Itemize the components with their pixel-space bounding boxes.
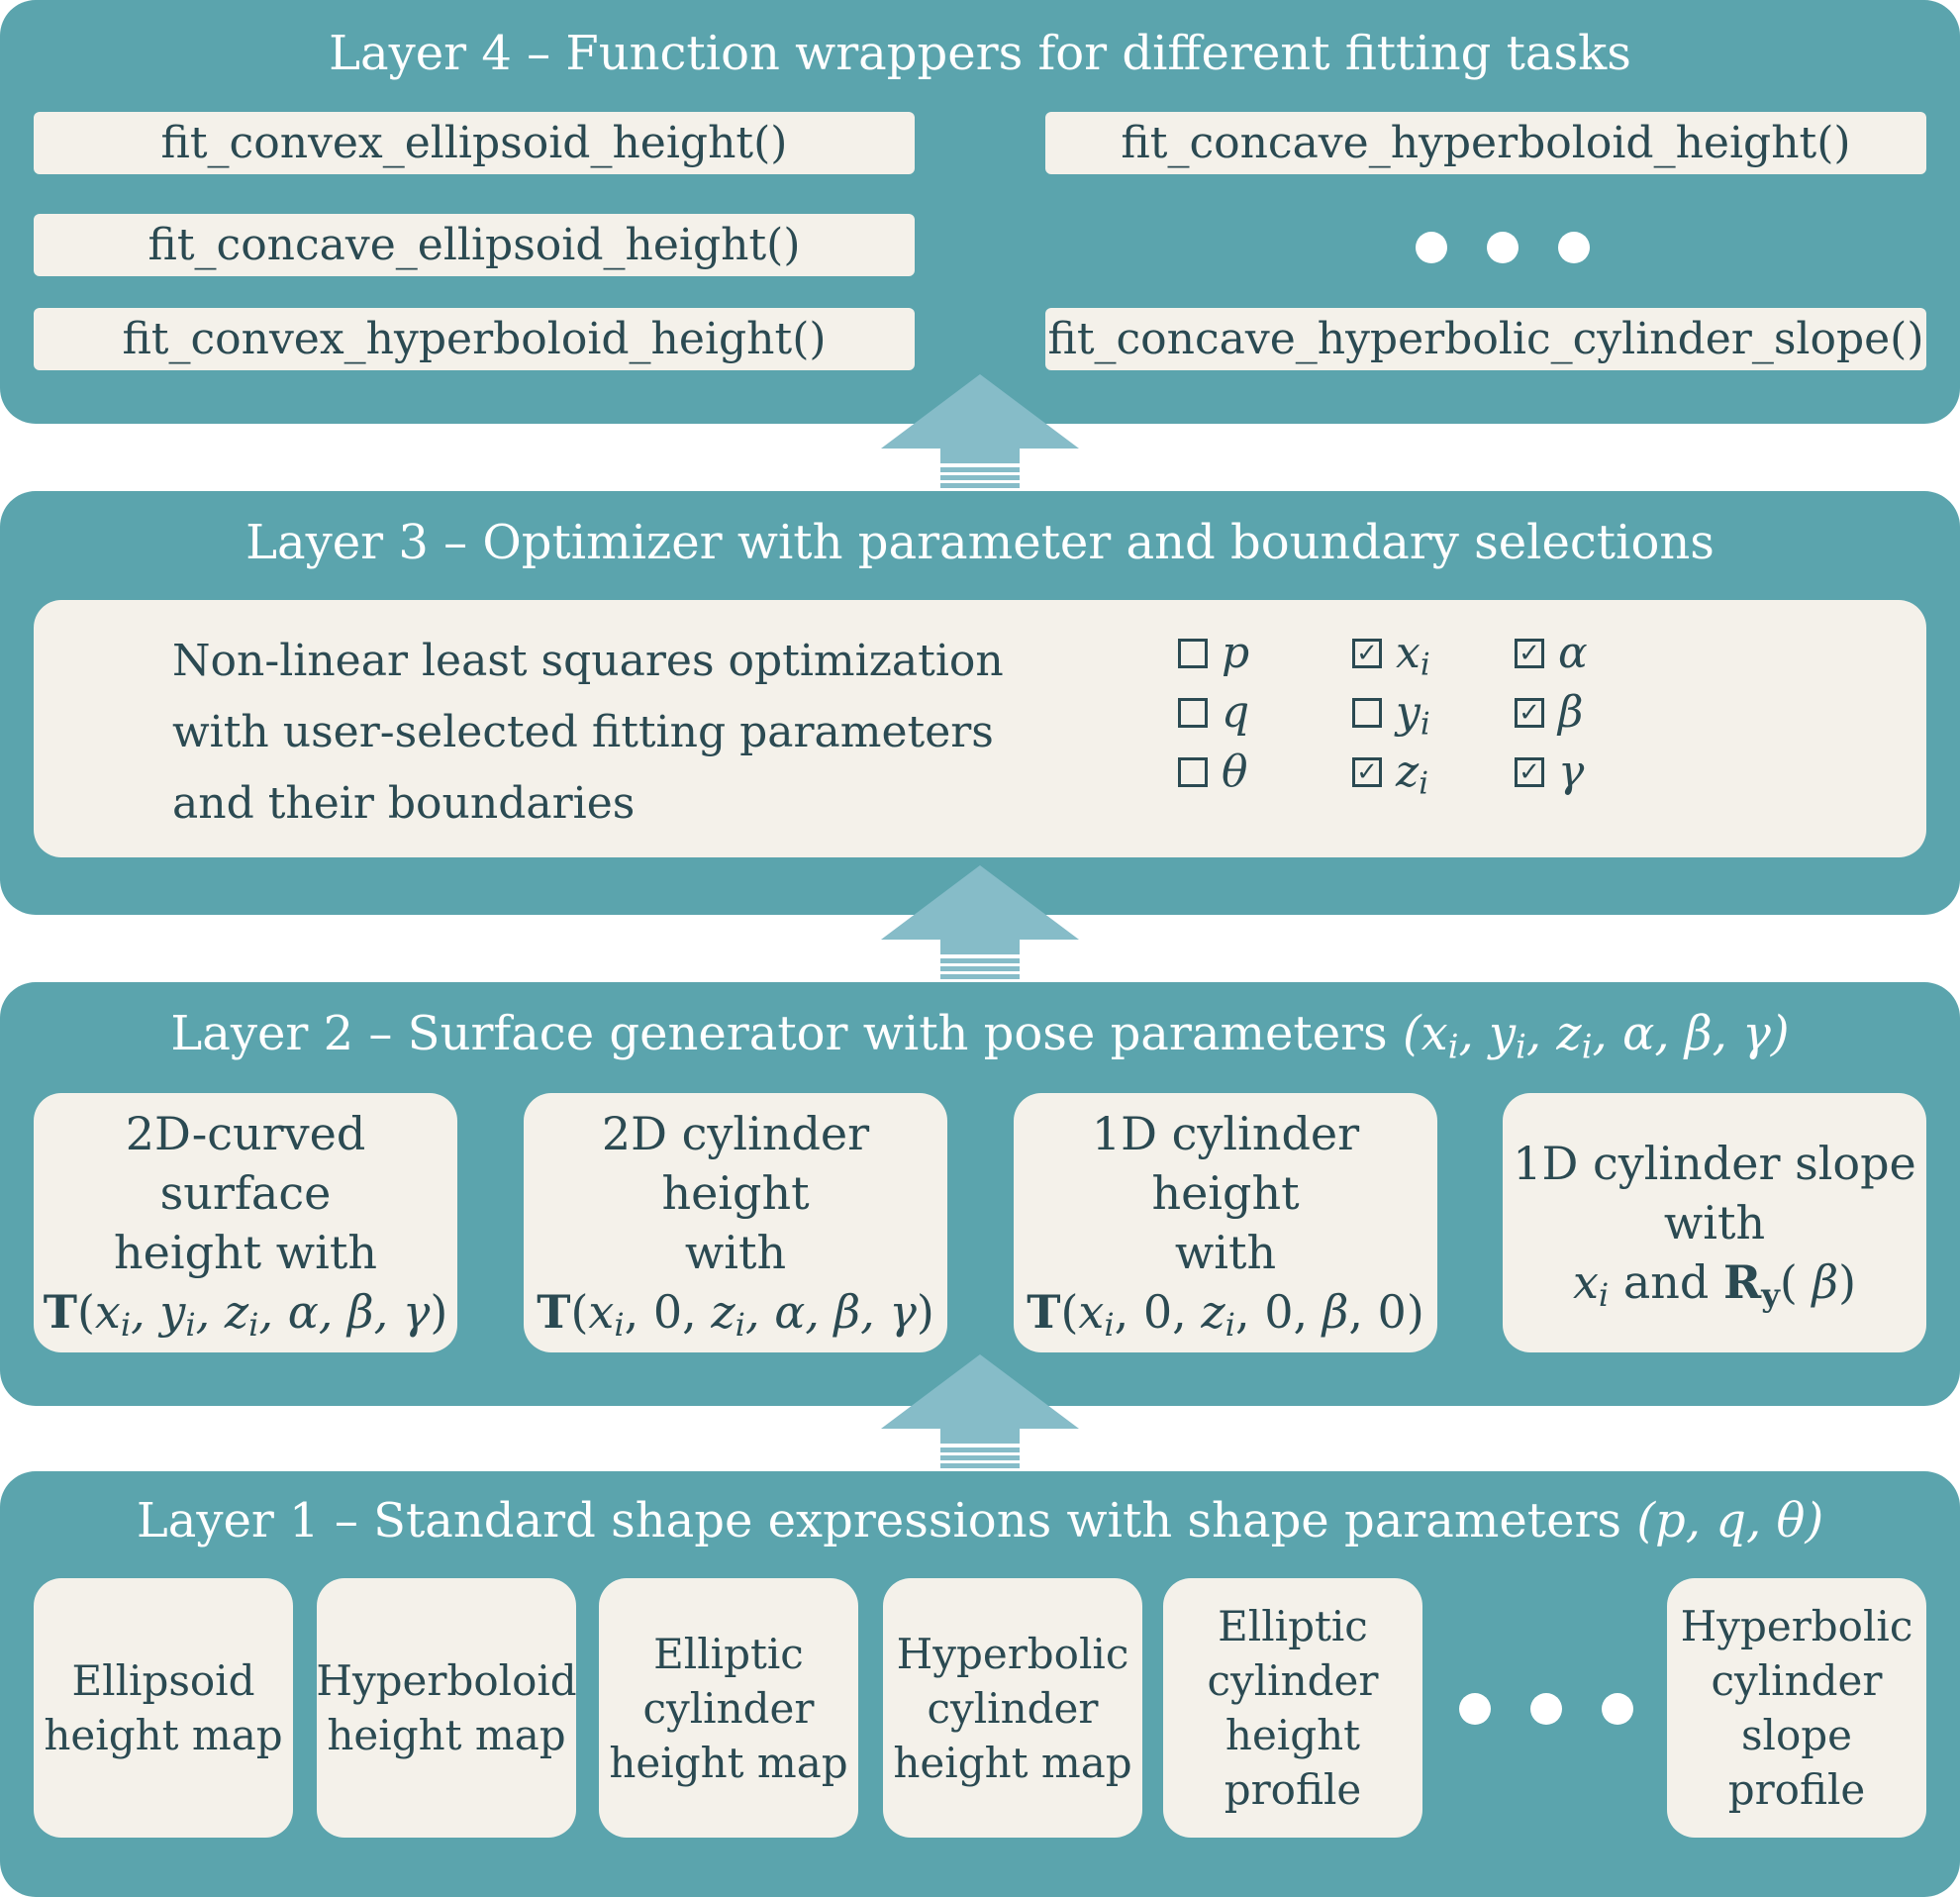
function-box: fit_concave_hyperboloid_height() [1045,112,1926,174]
description-line: with user-selected fitting parameters [172,707,994,757]
up-arrow-icon [881,374,1079,488]
optimizer-description: Non-linear least squares optimization wi… [172,626,1004,840]
layer-4-title: Layer 4 – Function wrappers for differen… [329,26,1631,81]
checkbox-checked-icon[interactable]: ✓ [1515,697,1544,728]
shape-card-hyperboloid-height-map: Hyperboloid height map [316,1578,577,1838]
param-beta-checkbox[interactable]: ✓ β [1515,687,1583,738]
layer-3-title: Layer 3 – Optimizer with parameter and b… [245,515,1715,570]
layer-1-title: Layer 1 – Standard shape expressions wit… [136,1493,1824,1548]
param-alpha-checkbox[interactable]: ✓ α [1515,628,1588,678]
dot [1487,232,1519,263]
dot [1530,1693,1562,1725]
layer-1-panel: Layer 1 – Standard shape expressions wit… [0,1471,1960,1897]
param-q-checkbox[interactable]: q [1178,687,1249,738]
param-xi-checkbox[interactable]: ✓ xi [1352,628,1430,683]
param-p-checkbox[interactable]: p [1178,628,1249,678]
param-symbol: zi [1396,747,1429,802]
up-arrow-icon [881,1354,1079,1468]
param-symbol: θ [1222,747,1248,797]
param-yi-checkbox[interactable]: yi [1352,687,1430,743]
surface-card-2d-curved: 2D-curved surface height with T(xi, yi, … [34,1093,457,1352]
shape-card-elliptic-cylinder-height-map: Elliptic cylinder height map [599,1578,858,1838]
dot [1459,1693,1491,1725]
param-symbol: α [1558,628,1588,678]
shape-card-hyperbolic-cylinder-slope-profile: Hyperbolic cylinder slope profile [1667,1578,1926,1838]
shape-card-ellipsoid-height-map: Ellipsoid height map [34,1578,293,1838]
dot [1602,1693,1633,1725]
layer-2-panel: Layer 2 – Surface generator with pose pa… [0,982,1960,1406]
surface-card-1d-cylinder-height: 1D cylinder height with T(xi, 0, zi, 0, … [1014,1093,1437,1352]
up-arrow-icon [881,865,1079,979]
dot [1558,232,1590,263]
param-symbol: γ [1558,747,1585,797]
param-gamma-checkbox[interactable]: ✓ γ [1515,747,1584,797]
param-symbol: q [1222,687,1250,738]
layer-4-panel: Layer 4 – Function wrappers for differen… [0,0,1960,424]
function-box: fit_concave_ellipsoid_height() [34,214,915,276]
param-theta-checkbox[interactable]: θ [1178,747,1248,797]
checkbox-unchecked-icon[interactable] [1178,638,1208,668]
optimizer-box [34,600,1926,857]
surface-card-1d-cylinder-slope: 1D cylinder slope with xi and Ry( β) [1503,1093,1926,1352]
function-box: fit_concave_hyperbolic_cylinder_slope() [1045,308,1926,370]
checkbox-unchecked-icon[interactable] [1178,697,1208,728]
surface-card-2d-cylinder: 2D cylinder height with T(xi, 0, zi, α, … [524,1093,947,1352]
function-box: fit_convex_ellipsoid_height() [34,112,915,174]
layer-2-title: Layer 2 – Surface generator with pose pa… [170,1006,1790,1066]
dot [1416,232,1447,263]
description-line: Non-linear least squares optimization [172,636,1004,686]
param-symbol: p [1222,628,1250,678]
shape-card-elliptic-cylinder-height-profile: Elliptic cylinder height profile [1163,1578,1422,1838]
checkbox-unchecked-icon[interactable] [1178,756,1208,787]
param-symbol: yi [1396,687,1430,743]
ellipsis-dots [1459,1693,1633,1725]
function-box: fit_convex_hyperboloid_height() [34,308,915,370]
param-zi-checkbox[interactable]: ✓ zi [1352,747,1429,802]
param-symbol: xi [1396,628,1430,683]
checkbox-checked-icon[interactable]: ✓ [1515,756,1544,787]
checkbox-unchecked-icon[interactable] [1352,697,1382,728]
checkbox-checked-icon[interactable]: ✓ [1352,638,1382,668]
ellipsis-dots [1416,232,1590,263]
layer-3-panel: Layer 3 – Optimizer with parameter and b… [0,491,1960,915]
checkbox-checked-icon[interactable]: ✓ [1352,756,1382,787]
param-symbol: β [1558,687,1584,738]
description-line: and their boundaries [172,778,636,829]
checkbox-checked-icon[interactable]: ✓ [1515,638,1544,668]
shape-card-hyperbolic-cylinder-height-map: Hyperbolic cylinder height map [883,1578,1142,1838]
